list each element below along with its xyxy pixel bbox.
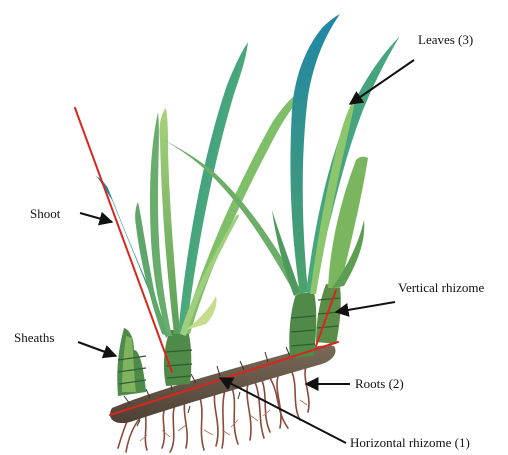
shoot-label: Shoot: [30, 206, 61, 221]
sheaths-label: Sheaths: [14, 330, 54, 345]
labels: Leaves (3) Shoot Vertical rhizome Sheath…: [14, 32, 484, 450]
vertical-rhizome-arrow: [336, 302, 395, 312]
shoot-arrow: [80, 213, 112, 222]
horizontal-rhizome-arrow: [220, 378, 346, 443]
leaves-left-shoot: [96, 42, 310, 338]
left-shoot-base: [164, 330, 192, 386]
sheath-cluster: [117, 328, 146, 396]
leaves-label: Leaves (3): [418, 32, 473, 47]
vertical-rhizome-label: Vertical rhizome: [398, 280, 484, 295]
horizontal-rhizome-label: Horizontal rhizome (1): [350, 435, 470, 450]
sheaths-arrow: [78, 342, 116, 356]
roots-label: Roots (2): [355, 376, 404, 391]
right-shoot-base: [289, 292, 316, 358]
